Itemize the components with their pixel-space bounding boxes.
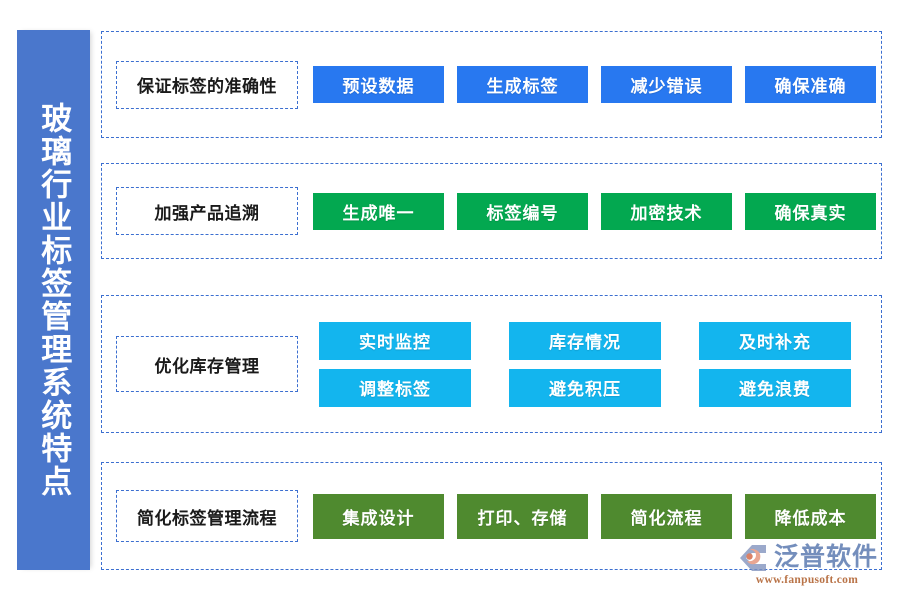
brand-logo-row: 泛普软件: [736, 543, 878, 573]
feature-chip[interactable]: 及时补充: [699, 321, 851, 360]
feature-chip[interactable]: 确保准确: [745, 66, 876, 103]
sidebar-title-text: 玻璃行业标签管理系统特点: [36, 102, 72, 498]
feature-row-label: 简化标签管理流程: [116, 490, 298, 542]
feature-chip[interactable]: 标签编号: [457, 192, 588, 230]
feature-chip[interactable]: 避免积压: [509, 368, 661, 407]
vertical-title-bar: 玻璃行业标签管理系统特点: [17, 30, 90, 570]
feature-chip[interactable]: 集成设计: [313, 493, 444, 539]
fanpu-logo-icon: [739, 544, 766, 571]
feature-chip[interactable]: 预设数据: [313, 66, 444, 103]
feature-chip[interactable]: 简化流程: [601, 493, 732, 539]
feature-chip[interactable]: 降低成本: [745, 493, 876, 539]
feature-row-label: 保证标签的准确性: [116, 60, 298, 109]
feature-chip[interactable]: 确保真实: [745, 192, 876, 230]
feature-chip[interactable]: 避免浪费: [699, 368, 851, 407]
feature-row-traceability: 加强产品追溯 生成唯一 标签编号 加密技术 确保真实: [101, 163, 882, 259]
feature-chip-group: 预设数据 生成标签 减少错误 确保准确: [298, 66, 881, 103]
feature-chip[interactable]: 库存情况: [509, 321, 661, 360]
feature-chip[interactable]: 打印、存储: [457, 493, 588, 539]
feature-chip[interactable]: 调整标签: [319, 368, 471, 407]
feature-chip[interactable]: 生成标签: [457, 66, 588, 103]
feature-chip[interactable]: 实时监控: [319, 321, 471, 360]
feature-row-label: 加强产品追溯: [116, 187, 298, 235]
feature-chip-group: 生成唯一 标签编号 加密技术 确保真实: [298, 192, 881, 230]
feature-chip[interactable]: 生成唯一: [313, 192, 444, 230]
feature-chip[interactable]: 加密技术: [601, 192, 732, 230]
brand-name-text: 泛普软件: [773, 543, 878, 571]
feature-chip-line: 实时监控 库存情况 及时补充: [319, 321, 851, 360]
feature-row-accuracy: 保证标签的准确性 预设数据 生成标签 减少错误 确保准确: [101, 31, 882, 138]
feature-chip-group: 实时监控 库存情况 及时补充 调整标签 避免积压 避免浪费: [298, 321, 881, 407]
feature-row-simplify: 简化标签管理流程 集成设计 打印、存储 简化流程 降低成本: [101, 462, 882, 570]
brand-watermark: 泛普软件 www.fanpusoft.com: [732, 536, 882, 592]
feature-chip-group: 集成设计 打印、存储 简化流程 降低成本: [298, 493, 881, 539]
feature-chip-line: 调整标签 避免积压 避免浪费: [319, 368, 851, 407]
feature-row-inventory: 优化库存管理 实时监控 库存情况 及时补充 调整标签 避免积压 避免浪费: [101, 295, 882, 433]
feature-row-label: 优化库存管理: [116, 336, 298, 392]
brand-url-text: www.fanpusoft.com: [755, 573, 859, 586]
feature-chip[interactable]: 减少错误: [601, 66, 732, 103]
